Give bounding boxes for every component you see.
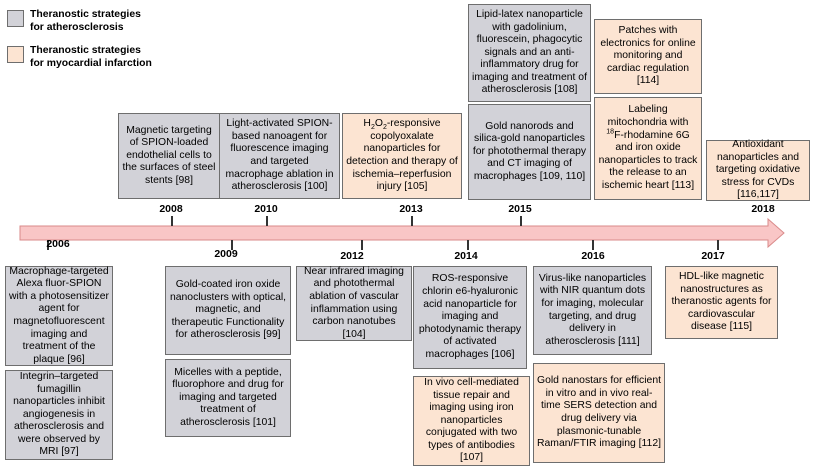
box-ref-98: Magnetic targeting of SPION-loaded endot… xyxy=(118,113,220,199)
box-ref-105: H2O2-responsive copolyoxalate nanopartic… xyxy=(342,113,462,199)
box-ref-96: Macrophage-targeted Alexa fluor-SPION wi… xyxy=(5,266,113,366)
box-ref-115: HDL-like magnetic nanostructures as ther… xyxy=(665,266,778,339)
legend-swatch-atherosclerosis xyxy=(7,10,24,27)
tick-2015 xyxy=(520,216,522,226)
box-ref-98-text: Magnetic targeting of SPION-loaded endot… xyxy=(122,124,216,186)
year-2017: 2017 xyxy=(701,250,725,262)
legend-swatch-myocardial-infarction xyxy=(7,46,24,63)
box-ref-111: Virus-like nanoparticles with NIR quantu… xyxy=(533,266,652,355)
box-ref-112: Gold nanostars for efficient in vitro an… xyxy=(533,363,665,463)
box-ref-104: Near infrared imaging and photothermal a… xyxy=(296,266,412,341)
tick-2017 xyxy=(717,240,719,250)
box-ref-100-text: Light-activated SPION-based nanoagent fo… xyxy=(225,118,334,193)
year-2012: 2012 xyxy=(340,250,364,262)
legend-label-atherosclerosis: Theranostic strategies for atheroscleros… xyxy=(30,9,141,33)
year-2018: 2018 xyxy=(751,203,775,215)
box-ref-99: Gold-coated iron oxide nanoclusters with… xyxy=(165,266,291,355)
tick-2009 xyxy=(231,240,233,250)
box-ref-114: Patches with electronics for online moni… xyxy=(594,19,702,94)
legend-label-myocardial-infarction: Theranostic strategies for myocardial in… xyxy=(30,45,152,69)
year-2006: 2006 xyxy=(46,238,70,250)
box-ref-113-text: Labeling mitochondria with 18F-rhodamine… xyxy=(598,104,698,191)
box-ref-108-text: Lipid-latex nanoparticle with gadolinium… xyxy=(472,8,587,96)
tick-2008 xyxy=(171,216,173,226)
tick-2016 xyxy=(592,240,594,250)
box-ref-106: ROS-responsive chlorin e6-hyaluronic aci… xyxy=(413,266,527,369)
year-2013: 2013 xyxy=(399,203,423,215)
box-ref-101-text: Micelles with a peptide, fluorophore and… xyxy=(172,366,284,428)
year-2010: 2010 xyxy=(254,203,278,215)
box-ref-104-text: Near infrared imaging and photothermal a… xyxy=(304,265,404,340)
box-ref-114-text: Patches with electronics for online moni… xyxy=(600,25,696,87)
box-ref-106-text: ROS-responsive chlorin e6-hyaluronic aci… xyxy=(418,273,522,360)
box-ref-111-text: Virus-like nanoparticles with NIR quantu… xyxy=(538,272,647,347)
box-ref-97-text: Integrin–targeted fumagillin nanoparticl… xyxy=(13,370,105,458)
box-ref-107: In vivo cell-mediated tissue repair and … xyxy=(413,376,530,466)
box-ref-113: Labeling mitochondria with 18F-rhodamine… xyxy=(594,97,702,200)
box-ref-109-110: Gold nanorods and silica-gold nanopartic… xyxy=(468,104,591,200)
tick-2014 xyxy=(467,240,469,250)
tick-2012 xyxy=(361,240,363,250)
box-ref-109-110-text: Gold nanorods and silica-gold nanopartic… xyxy=(472,120,587,182)
timeline-arrow-shape xyxy=(19,217,785,249)
box-ref-116-117: Antioxidant nanoparticles and targeting … xyxy=(706,139,810,201)
box-ref-101: Micelles with a peptide, fluorophore and… xyxy=(165,359,291,437)
box-ref-96-text: Macrophage-targeted Alexa fluor-SPION wi… xyxy=(9,265,109,365)
box-ref-105-text: H2O2-responsive copolyoxalate nanopartic… xyxy=(346,118,458,193)
year-2009: 2009 xyxy=(214,248,238,260)
box-ref-97: Integrin–targeted fumagillin nanoparticl… xyxy=(5,370,113,460)
year-2016: 2016 xyxy=(581,250,605,262)
box-ref-100: Light-activated SPION-based nanoagent fo… xyxy=(219,113,340,199)
tick-2006 xyxy=(47,240,49,250)
tick-2010 xyxy=(266,216,268,226)
box-ref-112-text: Gold nanostars for efficient in vitro an… xyxy=(537,375,661,450)
box-ref-99-text: Gold-coated iron oxide nanoclusters with… xyxy=(169,279,287,341)
tick-2013 xyxy=(411,216,413,226)
year-2014: 2014 xyxy=(454,250,478,262)
box-ref-107-text: In vivo cell-mediated tissue repair and … xyxy=(424,376,519,464)
box-ref-115-text: HDL-like magnetic nanostructures as ther… xyxy=(671,271,772,333)
box-ref-108: Lipid-latex nanoparticle with gadolinium… xyxy=(468,4,591,102)
box-ref-116-117-text: Antioxidant nanoparticles and targeting … xyxy=(715,139,801,201)
year-2008: 2008 xyxy=(159,203,183,215)
year-2015: 2015 xyxy=(508,203,532,215)
